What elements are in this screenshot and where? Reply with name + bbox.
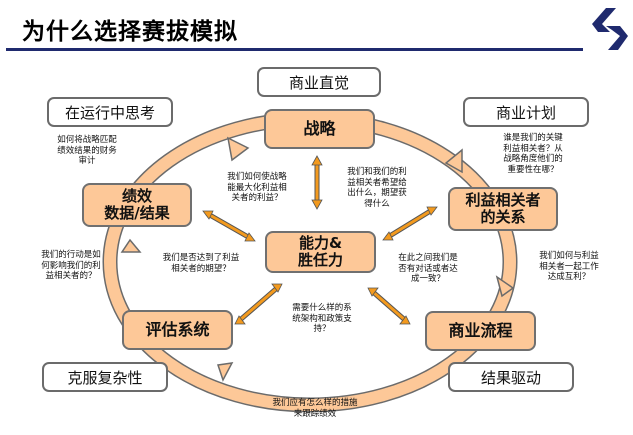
note-line: 来跟踪绩效 [293, 408, 337, 419]
note-line: 相关者的期望？ [171, 263, 231, 274]
note-line: 我们如何与利益 [539, 251, 599, 261]
node-stakeholder-line2: 的关系 [480, 208, 526, 226]
label-business-intuition: 商业直觉 [257, 67, 381, 97]
node-evaluation-system: 评估系统 [122, 310, 233, 350]
note-top-right: 谁是我们的关键 利益相关者？从 战略角度他们的 重要性在哪？ [497, 133, 569, 176]
note-line: 我们和我们的利 [347, 167, 407, 177]
note-inner-left: 我们是否达到了利益 相关者的期望？ [160, 253, 242, 274]
note-line: 统架构和政策支 [292, 313, 352, 324]
note-line: 达成互利？ [547, 272, 591, 283]
node-performance-line2: 数据/结果 [104, 204, 170, 222]
note-bottom: 我们应有怎么样的措施 来跟踪绩效 [270, 398, 360, 419]
title-divider [6, 48, 583, 51]
node-capability-competency: 能力& 胜任力 [265, 231, 376, 273]
note-line: 绩效结果的财务 [57, 145, 117, 156]
note-right: 我们如何与利益 相关者一起工作 达成互利？ [534, 251, 604, 283]
label-results-driven: 结果驱动 [448, 362, 574, 392]
note-line: 我们应有怎么样的措施 [272, 398, 358, 408]
note-line: 出什么，期望获 [347, 188, 407, 199]
node-stakeholder-line1: 利益相关者 [465, 190, 541, 209]
node-center-line1: 能力& [298, 233, 343, 252]
label-thinking-in-operation: 在运行中思考 [47, 97, 173, 127]
arrow-performance-center [206, 212, 252, 240]
arrow-stakeholder-center [386, 208, 434, 239]
note-inner-top-left: 我们如何使战略 能最大化利益相 关者的利益？ [222, 172, 292, 204]
note-line: 谁是我们的关键 [503, 133, 563, 143]
note-line: 我们是否达到了利益 [162, 253, 240, 263]
note-line: 审计 [78, 156, 96, 167]
note-line: 何影响我们的利 [41, 260, 101, 271]
note-line: 持？ [313, 324, 331, 335]
ring-arrowhead-right [495, 275, 515, 298]
note-line: 战略角度他们的 [503, 154, 563, 165]
note-line: 益相关者的？ [45, 271, 97, 282]
node-business-process: 商业流程 [425, 311, 536, 351]
node-center-line2: 胜任力 [297, 251, 343, 269]
note-line: 关者的利益？ [231, 193, 283, 204]
ring-arrowhead-bottom [217, 362, 234, 382]
note-inner-top-right: 我们和我们的利 益相关者希望给 出什么，期望获 得什么 [342, 167, 412, 210]
note-top-left: 如何将战略匹配 绩效结果的财务 审计 [52, 135, 122, 167]
arrow-evaluation-center [238, 286, 279, 322]
ring-arrowhead-top-right [444, 148, 463, 174]
note-line: 益相关者希望给 [347, 177, 407, 188]
arrow-process-center [371, 290, 407, 322]
ring-arrowhead-top-left [226, 136, 250, 162]
note-line: 我们的行动是如 [41, 250, 101, 260]
note-line: 重要性在哪？ [507, 164, 559, 175]
note-inner-bottom: 需要什么样的系 统架构和政策支 持？ [287, 303, 357, 335]
company-logo-icon [592, 8, 628, 50]
note-line: 如何将战略匹配 [57, 135, 117, 145]
node-strategy-label: 战略 [303, 118, 336, 138]
label-business-plan: 商业计划 [463, 97, 589, 127]
node-evaluation-label: 评估系统 [145, 319, 210, 339]
note-line: 相关者一起工作 [539, 261, 599, 272]
node-process-label: 商业流程 [448, 320, 513, 340]
note-inner-right: 在此之间我们是 否有对话或者达 成一致？ [393, 253, 463, 285]
node-stakeholder-relations: 利益相关者 的关系 [448, 187, 558, 231]
node-performance-data: 绩效 数据/结果 [82, 183, 192, 227]
ring-arrowhead-left [120, 238, 142, 253]
note-line: 利益相关者？从 [503, 143, 563, 154]
note-line: 成一致？ [410, 274, 445, 285]
note-line: 在此之间我们是 [398, 253, 458, 263]
node-performance-line1: 绩效 [121, 186, 152, 205]
note-line: 我们如何使战略 [227, 172, 287, 182]
note-left: 我们的行动是如 何影响我们的利 益相关者的？ [36, 250, 106, 282]
page-title: 为什么选择赛拔模拟 [22, 19, 238, 45]
label-overcome-complexity: 克服复杂性 [42, 362, 168, 392]
note-line: 需要什么样的系 [292, 303, 352, 313]
node-strategy: 战略 [264, 109, 375, 149]
note-line: 能最大化利益相 [227, 182, 287, 193]
note-line: 否有对话或者达 [398, 263, 458, 274]
note-line: 得什么 [364, 198, 390, 209]
